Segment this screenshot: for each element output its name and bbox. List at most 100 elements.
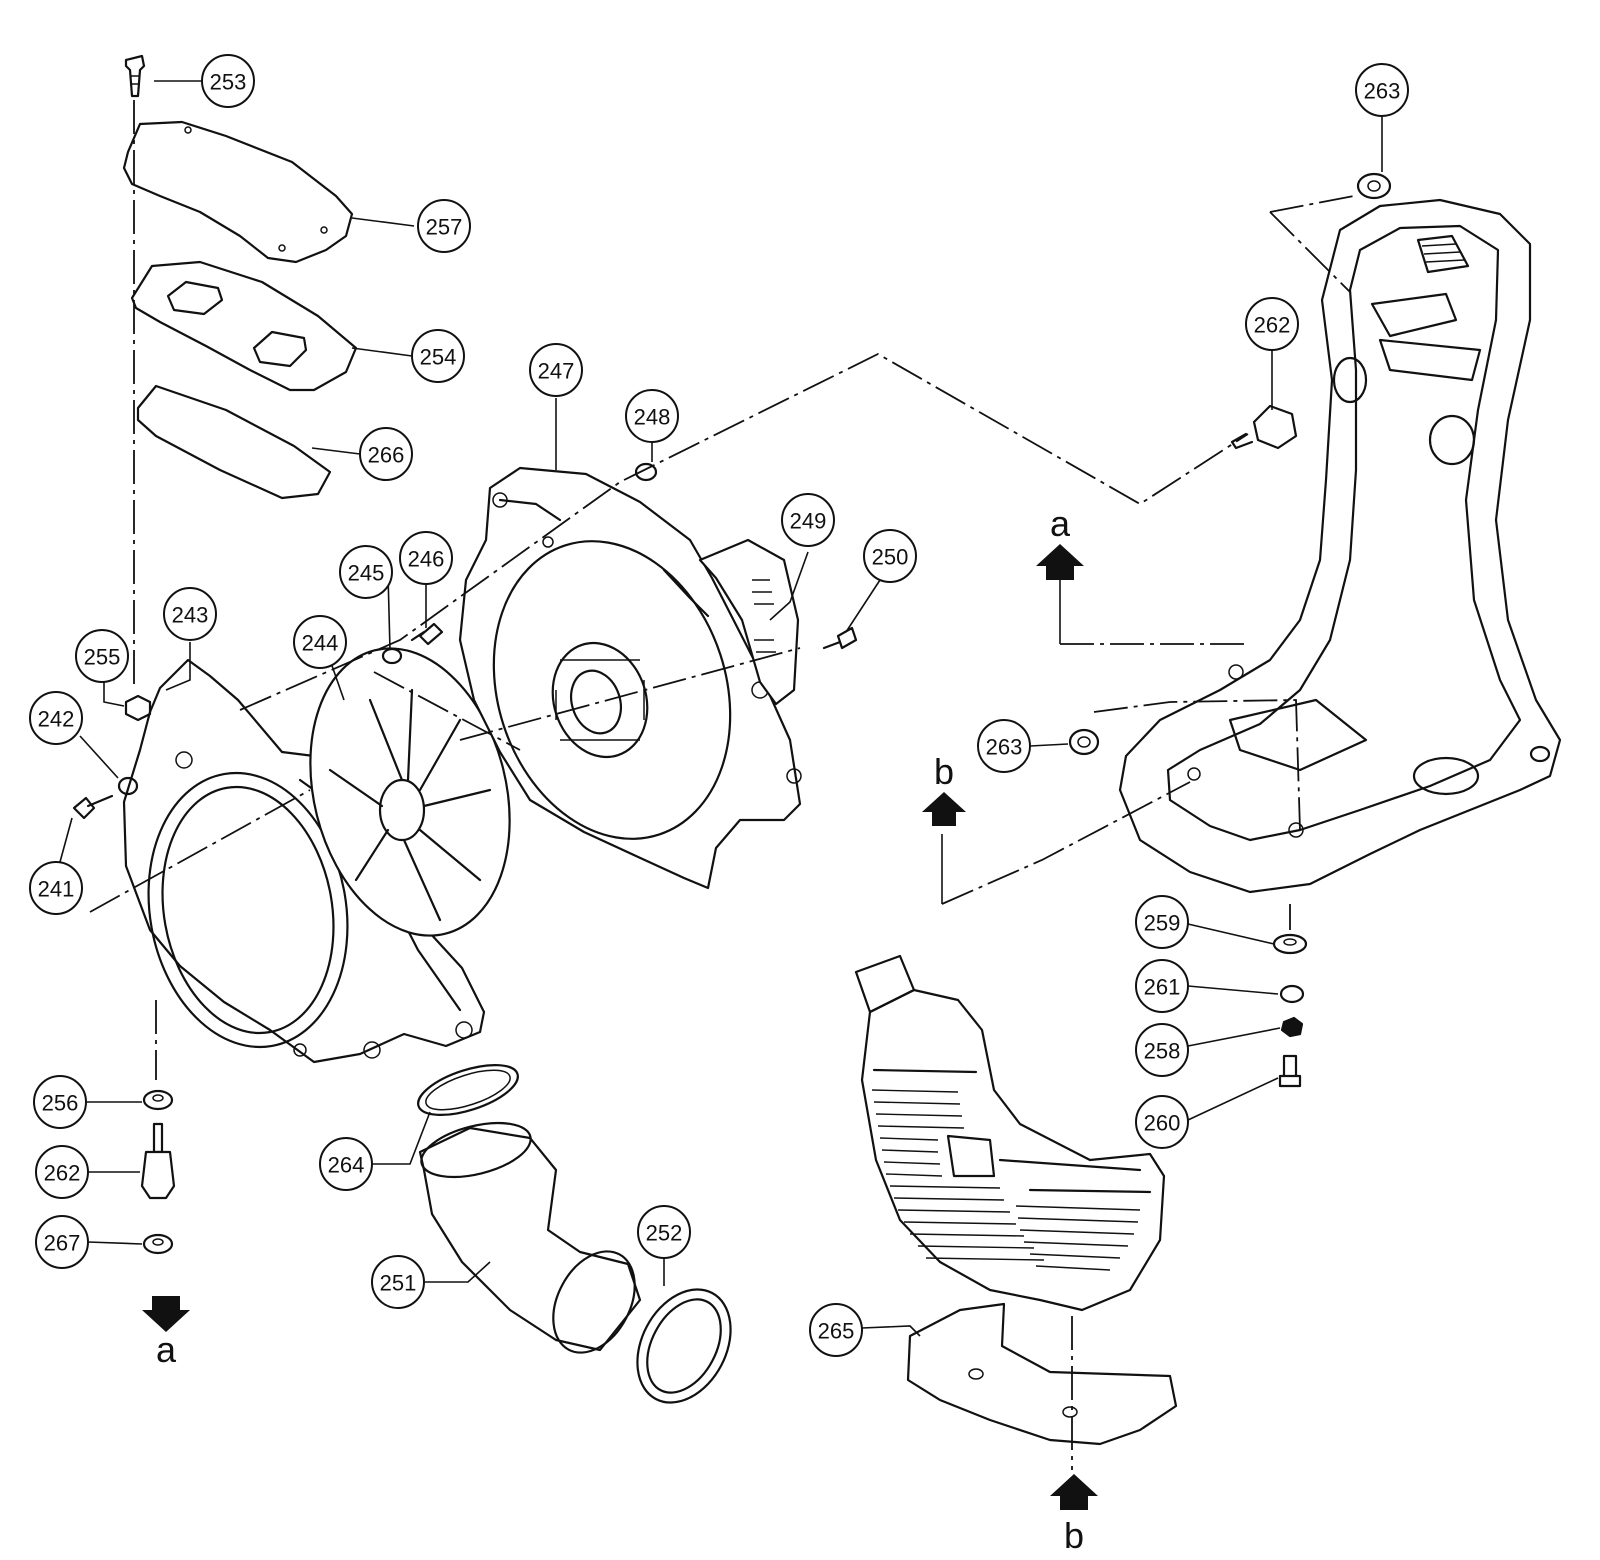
callout-242: 242 xyxy=(29,691,83,745)
nut-258 xyxy=(1280,1016,1304,1038)
svg-text:244: 244 xyxy=(302,631,339,656)
ring-252 xyxy=(636,1288,732,1404)
marker-a-up-right: a xyxy=(1036,503,1084,580)
callout-245: 245 xyxy=(339,545,393,599)
callout-251: 251 xyxy=(371,1255,425,1309)
base-plate-265 xyxy=(906,1302,1178,1446)
screw-253 xyxy=(124,54,146,98)
assembly-lines xyxy=(89,195,1355,1470)
callout-247: 247 xyxy=(529,343,583,397)
marker-a-down-left: a xyxy=(142,1296,190,1370)
fan-impeller-244 xyxy=(309,647,511,937)
bushing-263-top xyxy=(1356,172,1392,200)
callout-246: 246 xyxy=(399,531,453,585)
svg-text:253: 253 xyxy=(210,70,247,95)
svg-text:248: 248 xyxy=(634,405,671,430)
marker-b-up-bottom: b xyxy=(1050,1474,1098,1556)
svg-text:245: 245 xyxy=(348,561,385,586)
ring-264 xyxy=(417,1063,519,1117)
svg-text:265: 265 xyxy=(818,1319,855,1344)
callout-253: 253 xyxy=(201,54,255,108)
marker-b-up-middle: b xyxy=(922,751,966,826)
callout-261: 261 xyxy=(1135,959,1189,1013)
svg-text:262: 262 xyxy=(44,1161,81,1186)
svg-text:254: 254 xyxy=(420,345,457,370)
svg-text:242: 242 xyxy=(38,707,75,732)
washer-242 xyxy=(117,776,139,796)
callout-257: 257 xyxy=(417,199,471,253)
callout-264: 264 xyxy=(319,1137,373,1191)
callout-254: 254 xyxy=(411,329,465,383)
svg-text:261: 261 xyxy=(1144,975,1181,1000)
callout-256: 256 xyxy=(33,1075,87,1129)
bolt-260 xyxy=(1278,1054,1302,1088)
backpack-frame xyxy=(1118,198,1562,894)
washer-259 xyxy=(1272,933,1308,955)
plate-254 xyxy=(130,260,358,392)
svg-text:264: 264 xyxy=(328,1153,365,1178)
cover-257 xyxy=(122,120,354,264)
svg-text:251: 251 xyxy=(380,1271,417,1296)
callout-266: 266 xyxy=(359,427,413,481)
fan-case-247 xyxy=(458,466,802,890)
callout-263-top: 263 xyxy=(1355,63,1409,117)
svg-text:267: 267 xyxy=(44,1231,81,1256)
callout-260: 260 xyxy=(1135,1095,1189,1149)
svg-text:b: b xyxy=(1064,1515,1084,1556)
svg-text:262: 262 xyxy=(1254,313,1291,338)
fan-housing-243 xyxy=(122,658,486,1064)
bolt-241 xyxy=(72,794,114,820)
damper-262-right xyxy=(1230,404,1298,450)
callout-259: 259 xyxy=(1135,895,1189,949)
svg-text:259: 259 xyxy=(1144,911,1181,936)
bushing-263-lower xyxy=(1068,728,1100,756)
damper-262-left xyxy=(140,1122,176,1200)
callout-252: 252 xyxy=(637,1205,691,1259)
nut-255 xyxy=(124,694,152,722)
bolt-250 xyxy=(822,626,858,650)
callout-241: 241 xyxy=(29,861,83,915)
svg-text:255: 255 xyxy=(84,645,121,670)
nut-248 xyxy=(634,462,658,482)
svg-text:249: 249 xyxy=(790,509,827,534)
callout-265: 265 xyxy=(809,1303,863,1357)
bolt-246 xyxy=(410,622,444,646)
svg-text:263: 263 xyxy=(1364,79,1401,104)
guard-249 xyxy=(698,538,800,706)
svg-text:247: 247 xyxy=(538,359,575,384)
elbow-pipe-251 xyxy=(418,1121,642,1354)
leader-lines xyxy=(59,80,1383,1337)
svg-text:263: 263 xyxy=(986,735,1023,760)
callout-258: 258 xyxy=(1135,1023,1189,1077)
callout-244: 244 xyxy=(293,615,347,669)
svg-text:a: a xyxy=(156,1329,177,1370)
grommet-267 xyxy=(142,1233,174,1255)
svg-text:260: 260 xyxy=(1144,1111,1181,1136)
callout-250: 250 xyxy=(863,529,917,583)
svg-text:241: 241 xyxy=(38,877,75,902)
callout-267: 267 xyxy=(35,1215,89,1269)
svg-text:252: 252 xyxy=(646,1221,683,1246)
svg-text:256: 256 xyxy=(42,1091,79,1116)
washer-245 xyxy=(381,647,403,665)
svg-text:257: 257 xyxy=(426,215,463,240)
svg-text:250: 250 xyxy=(872,545,909,570)
grommet-256 xyxy=(142,1089,174,1111)
callout-248: 248 xyxy=(625,389,679,443)
svg-text:243: 243 xyxy=(172,603,209,628)
svg-text:246: 246 xyxy=(408,547,445,572)
fuel-tank xyxy=(854,954,1166,1312)
svg-text:b: b xyxy=(934,751,954,792)
callout-255: 255 xyxy=(75,629,129,683)
callout-262-right: 262 xyxy=(1245,297,1299,351)
svg-text:a: a xyxy=(1050,503,1071,544)
callout-249: 249 xyxy=(781,493,835,547)
filter-266 xyxy=(136,384,332,500)
nut-261 xyxy=(1279,984,1305,1004)
tank-grille xyxy=(871,1089,1141,1271)
callout-243: 243 xyxy=(163,587,217,641)
callout-262-left: 262 xyxy=(35,1145,89,1199)
svg-text:258: 258 xyxy=(1144,1039,1181,1064)
callout-263-lower: 263 xyxy=(977,719,1031,773)
